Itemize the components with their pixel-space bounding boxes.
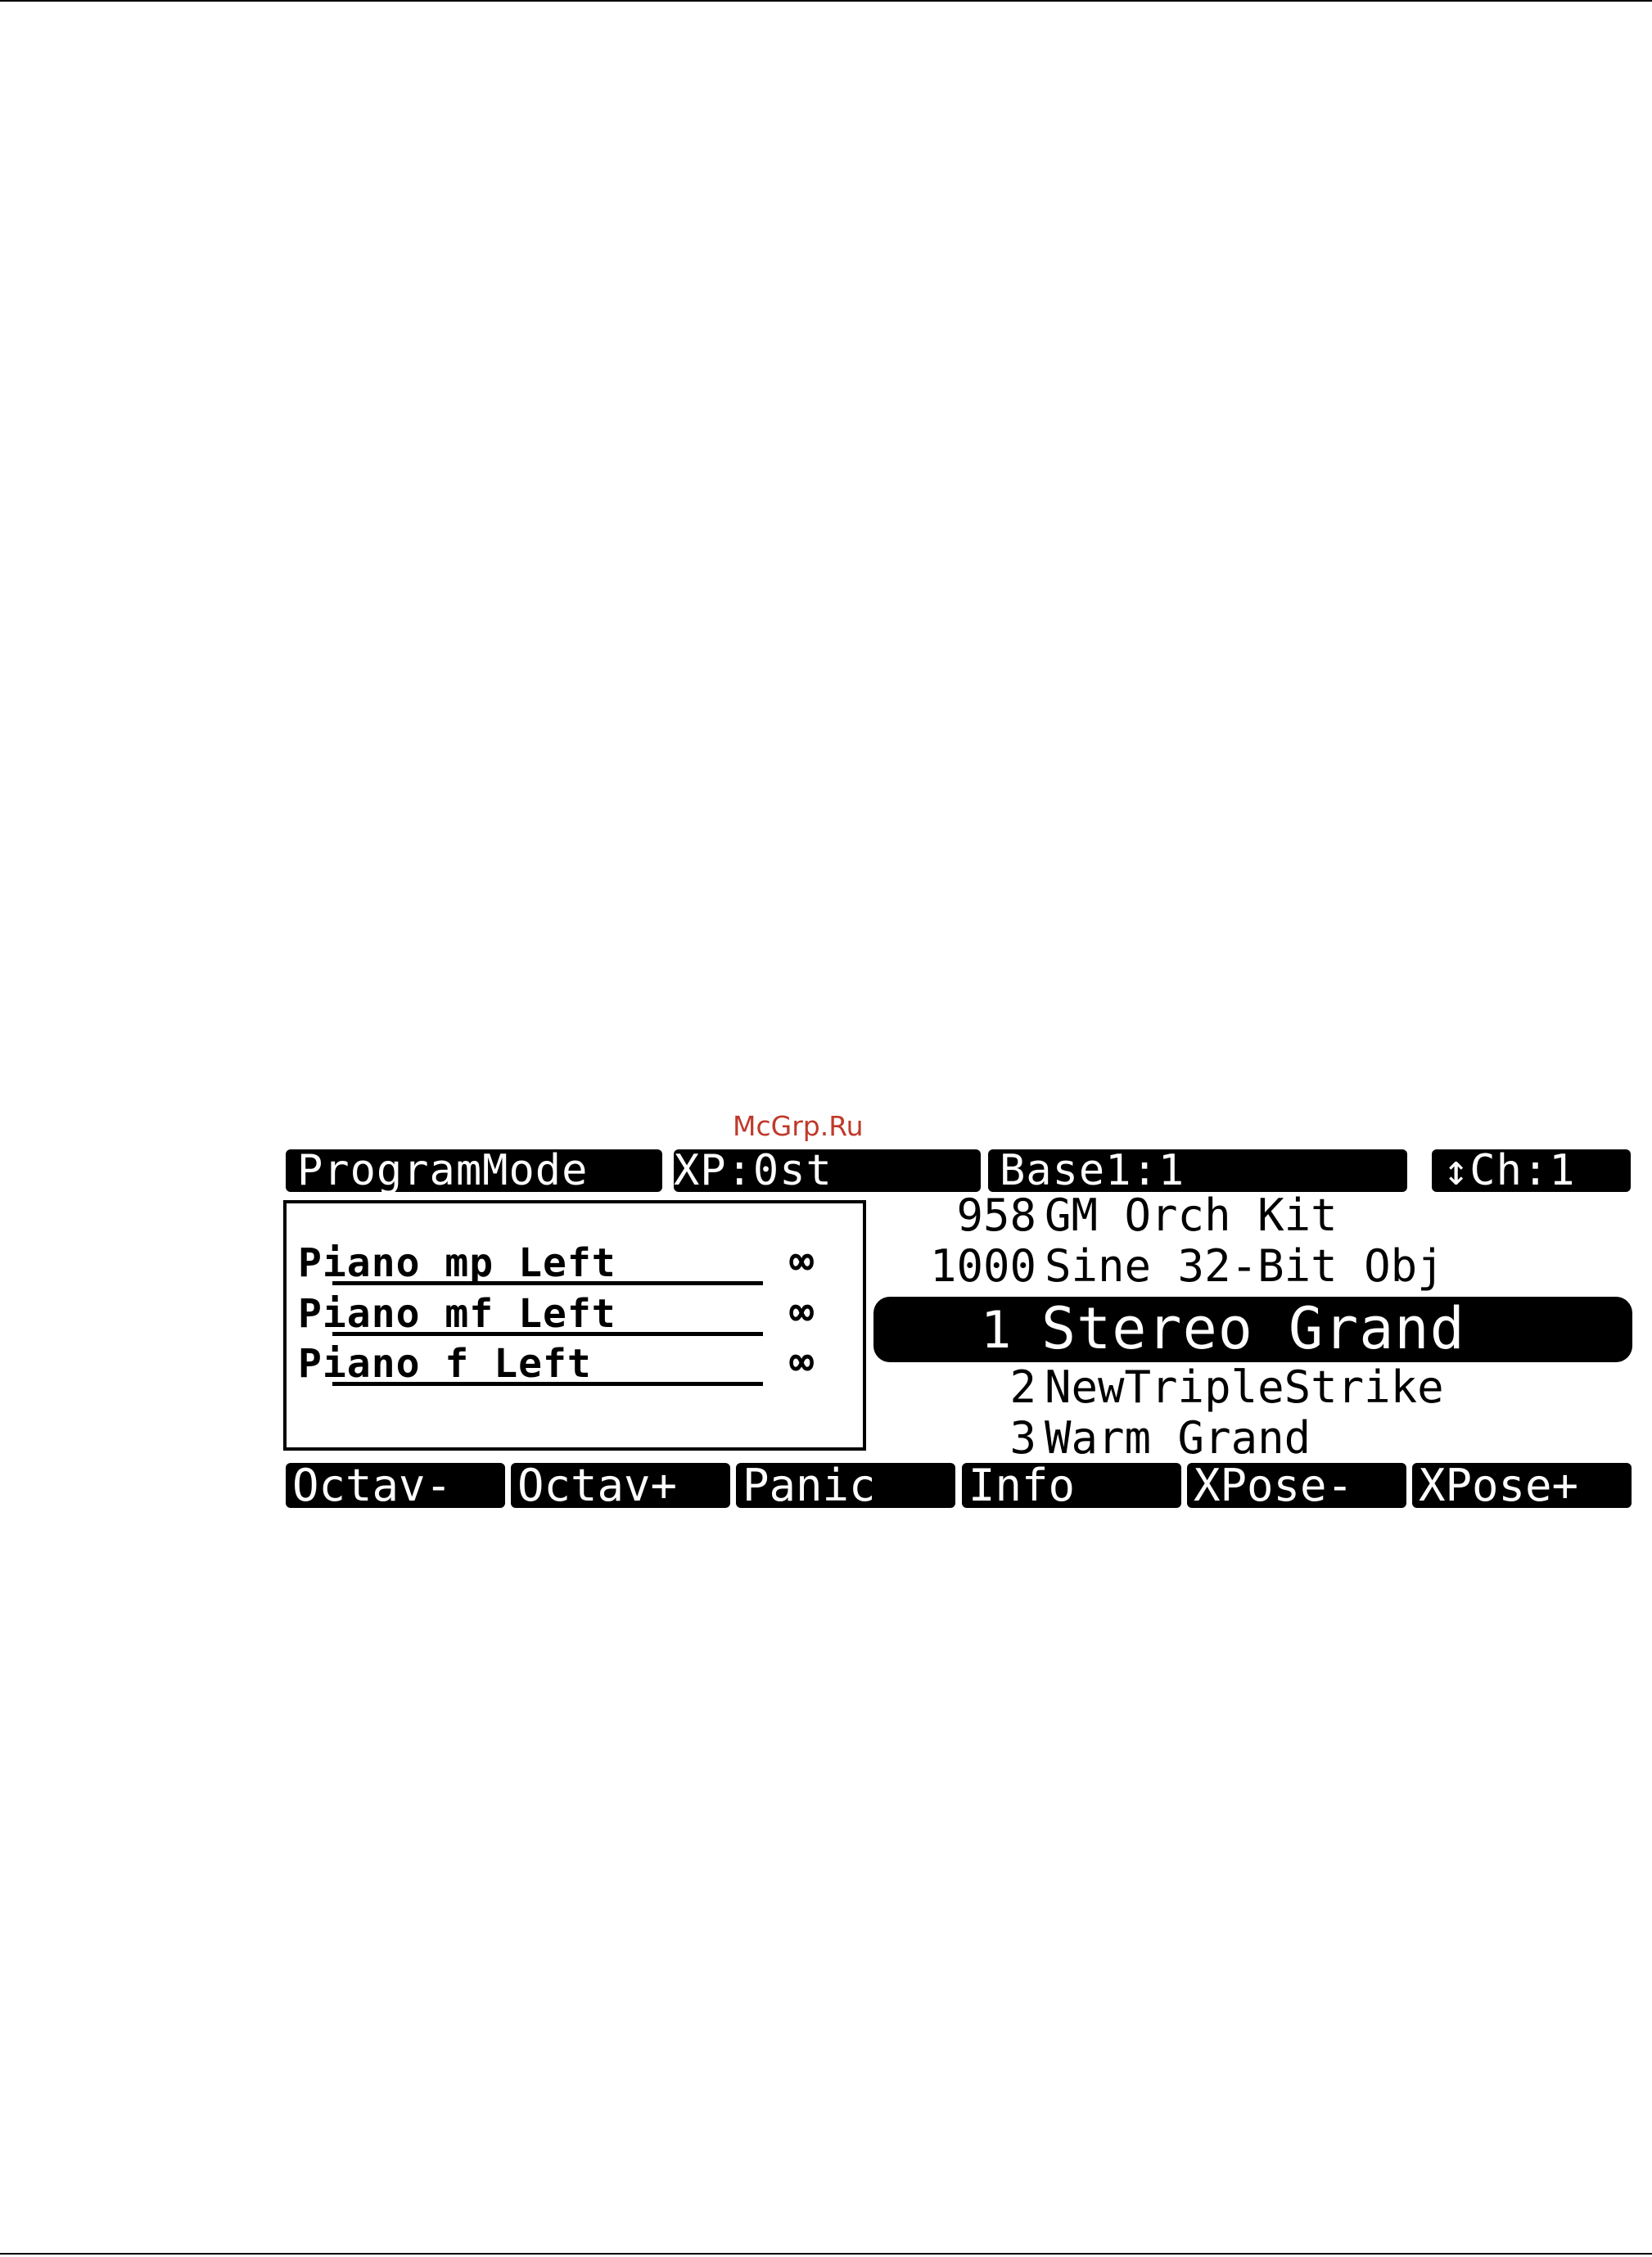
program-name: GM Orch Kit [1045, 1191, 1338, 1240]
watermark: McGrp.Ru [733, 1109, 929, 1144]
keymap-name: Piano f Left [298, 1343, 592, 1384]
header-transpose-label: XP:0st [674, 1149, 981, 1192]
lcd-display: ProgramMode XP:0st Base1:1 ↕Ch:1 Piano m… [283, 1146, 1632, 1510]
info-button[interactable]: Info [962, 1463, 1181, 1508]
page-top-rule [0, 0, 1652, 2]
keymap-underline [332, 1382, 763, 1386]
infinity-icon: ∞ [789, 1240, 814, 1281]
selected-program-number: 1 [981, 1302, 1011, 1359]
info-label: Info [962, 1463, 1181, 1508]
octave-down-label: Octav- [286, 1463, 505, 1508]
keymap-panel: Piano mp Left ∞ Piano mf Left ∞ Piano f … [283, 1200, 866, 1451]
program-number: 2 [873, 1363, 1036, 1412]
panic-label: Panic [736, 1463, 955, 1508]
header-bank: Base1:1 [988, 1149, 1407, 1192]
keymap-underline [332, 1281, 763, 1285]
keymap-underline [332, 1332, 763, 1336]
program-name: Sine 32-Bit Obj [1045, 1242, 1444, 1291]
transpose-up-label: XPose+ [1412, 1463, 1632, 1508]
selected-program-name: Stereo Grand [1041, 1298, 1465, 1359]
infinity-icon: ∞ [789, 1341, 814, 1382]
header-mode-label: ProgramMode [286, 1149, 662, 1192]
keymap-row: Piano mp Left ∞ [298, 1243, 863, 1284]
keymap-name: Piano mf Left [298, 1293, 616, 1334]
header-bank-label: Base1:1 [988, 1149, 1407, 1192]
octave-up-label: Octav+ [511, 1463, 730, 1508]
octave-down-button[interactable]: Octav- [286, 1463, 505, 1508]
program-number: 3 [873, 1414, 1036, 1463]
program-name: Warm Grand [1045, 1414, 1311, 1463]
selected-program[interactable]: 1 Stereo Grand [873, 1297, 1632, 1362]
header-mode: ProgramMode [286, 1149, 662, 1192]
transpose-down-label: XPose- [1187, 1463, 1406, 1508]
header-transpose: XP:0st [674, 1149, 981, 1192]
panic-button[interactable]: Panic [736, 1463, 955, 1508]
page-bottom-rule [0, 2253, 1652, 2255]
program-name: NewTripleStrike [1045, 1363, 1444, 1412]
header-channel: ↕Ch:1 [1432, 1149, 1631, 1192]
transpose-up-button[interactable]: XPose+ [1412, 1463, 1632, 1508]
header-channel-label: ↕Ch:1 [1432, 1149, 1631, 1192]
keymap-name: Piano mp Left [298, 1243, 616, 1284]
program-number: 958 [873, 1191, 1036, 1240]
keymap-row: Piano mf Left ∞ [298, 1293, 863, 1334]
program-number: 1000 [873, 1242, 1036, 1291]
transpose-down-button[interactable]: XPose- [1187, 1463, 1406, 1508]
infinity-icon: ∞ [789, 1291, 814, 1332]
octave-up-button[interactable]: Octav+ [511, 1463, 730, 1508]
keymap-row: Piano f Left ∞ [298, 1343, 863, 1384]
